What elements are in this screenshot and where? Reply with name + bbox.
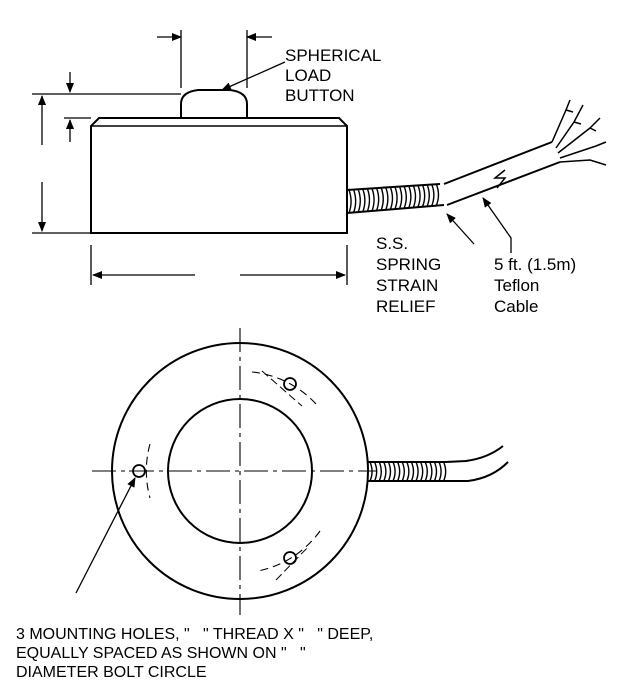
wire-ends bbox=[551, 99, 607, 166]
load-cell-body bbox=[90, 117, 348, 234]
cable-break bbox=[492, 169, 507, 189]
spring-rib bbox=[380, 187, 384, 211]
mounting-hole-lower bbox=[283, 551, 297, 565]
spring-rib bbox=[362, 188, 366, 213]
spring-rib bbox=[394, 186, 398, 210]
spring-rib bbox=[426, 184, 430, 207]
mounting-note-line3: DIAMETER BOLT CIRCLE bbox=[16, 664, 207, 681]
spring-rib bbox=[375, 187, 380, 211]
button-label-line3: BUTTON bbox=[285, 86, 355, 105]
spring-rib bbox=[431, 184, 435, 206]
spring-rib bbox=[401, 461, 405, 482]
spring-rib bbox=[412, 185, 417, 208]
cable-label-line3: Cable bbox=[494, 297, 538, 316]
load-button bbox=[180, 89, 248, 118]
spring-rib bbox=[352, 189, 357, 213]
spring-rib bbox=[419, 461, 424, 482]
outer-housing-circle bbox=[111, 342, 369, 600]
spring-rib bbox=[435, 183, 440, 206]
inner-diaphragm-circle bbox=[167, 398, 313, 544]
spring-rib bbox=[442, 461, 447, 482]
mounting-hole-upper bbox=[283, 377, 297, 391]
spring-rib bbox=[403, 186, 407, 209]
spring-label-line1: S.S. bbox=[376, 234, 408, 253]
bolt-circle-arc-upper bbox=[251, 371, 317, 405]
spring-label-line3: STRAIN bbox=[376, 276, 438, 295]
cable-top bbox=[445, 445, 509, 482]
mounting-hole-leader bbox=[75, 477, 136, 594]
spring-rib bbox=[369, 461, 373, 482]
cable-label-line2: Teflon bbox=[494, 276, 539, 295]
top-view bbox=[75, 328, 509, 615]
spring-rib bbox=[378, 461, 382, 482]
spring-rib bbox=[383, 461, 387, 482]
button-label-line1: SPHERICAL bbox=[285, 46, 381, 65]
spring-label-line2: SPRING bbox=[376, 255, 441, 274]
side-dimensions bbox=[32, 30, 348, 285]
spring-rib bbox=[387, 461, 392, 482]
spring-rib bbox=[429, 461, 433, 482]
spring-rib bbox=[396, 461, 401, 482]
bolt-circle-arc-lower bbox=[257, 530, 321, 572]
spring-rib bbox=[406, 461, 410, 482]
spring-rib bbox=[408, 185, 412, 208]
spring-rib bbox=[385, 187, 389, 211]
side-view bbox=[90, 89, 607, 234]
spring-strain-relief-top bbox=[369, 461, 447, 482]
spring-rib bbox=[424, 461, 428, 482]
spring-rib bbox=[357, 189, 361, 213]
spring-rib bbox=[371, 188, 375, 212]
spring-rib bbox=[392, 461, 396, 482]
spring-rib bbox=[415, 461, 419, 482]
spring-rib bbox=[417, 185, 421, 208]
mounting-note-line2: EQUALLY SPACED AS SHOWN ON " " bbox=[16, 645, 306, 662]
cable-label-line1: 5 ft. (1.5m) bbox=[494, 255, 576, 274]
spring-rib bbox=[398, 186, 403, 209]
mounting-note-line1: 3 MOUNTING HOLES, " " THREAD X " " DEEP, bbox=[16, 626, 373, 643]
spring-rib bbox=[348, 189, 352, 214]
mounting-hole-left bbox=[132, 464, 146, 478]
side-leaders bbox=[221, 61, 512, 253]
cable-side bbox=[443, 141, 561, 206]
spring-rib bbox=[366, 188, 371, 212]
spring-rib bbox=[410, 461, 415, 482]
spring-label-line4: RELIEF bbox=[376, 297, 436, 316]
button-label-line2: LOAD bbox=[285, 66, 331, 85]
spring-rib bbox=[433, 461, 438, 482]
spring-rib bbox=[421, 184, 426, 207]
spring-rib bbox=[389, 187, 394, 210]
spring-rib bbox=[438, 461, 442, 482]
spring-rib bbox=[373, 461, 378, 482]
spring-strain-relief bbox=[348, 183, 440, 214]
